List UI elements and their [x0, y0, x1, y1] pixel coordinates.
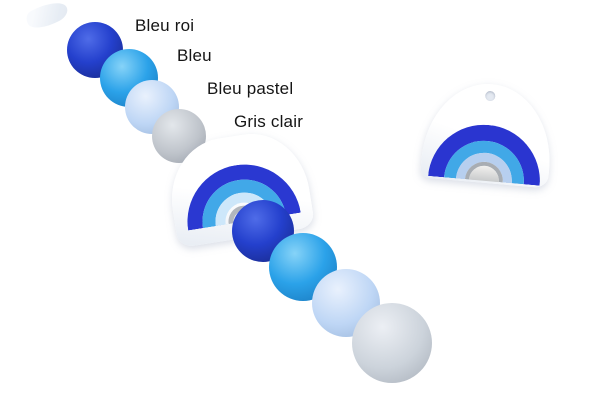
color-label-bleu: Bleu	[177, 46, 212, 65]
bead-gris-clair-bottom	[352, 303, 432, 383]
color-label-bleu-pastel: Bleu pastel	[207, 79, 294, 98]
rainbow-bead-detail	[419, 78, 557, 189]
cord-tip	[23, 0, 71, 35]
color-label-gris-clair: Gris clair	[234, 112, 304, 131]
color-label-bleu-roi: Bleu roi	[135, 16, 195, 35]
